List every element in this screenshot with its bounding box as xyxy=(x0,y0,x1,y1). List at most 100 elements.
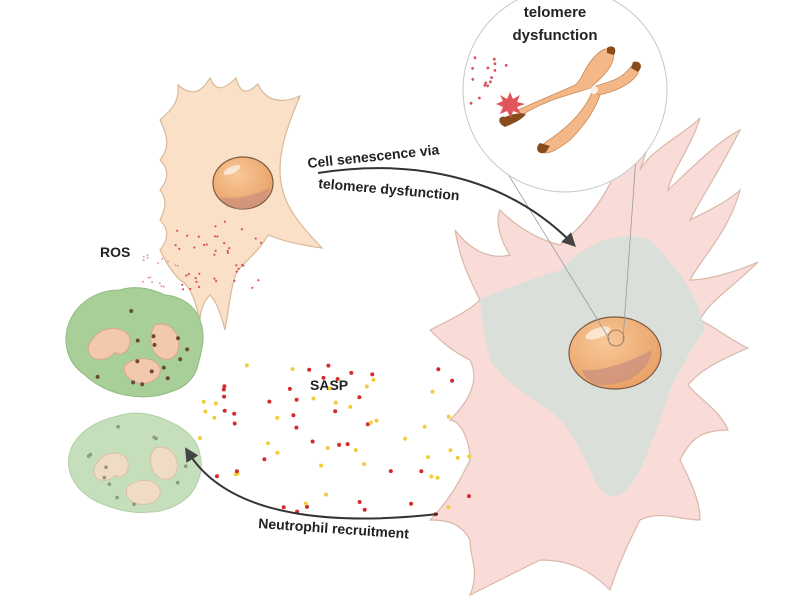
inset-label-telomere: telomere xyxy=(524,4,587,21)
ros-dot xyxy=(471,67,474,70)
granule-dot xyxy=(149,369,154,374)
normal-nucleus-shadow xyxy=(220,188,270,210)
ros-dot xyxy=(469,101,473,105)
ros-dot xyxy=(493,62,497,66)
ros-dot xyxy=(174,264,177,267)
ros-dot xyxy=(223,220,226,223)
ros-dot xyxy=(254,237,257,240)
granule-dot xyxy=(95,374,100,379)
sasp-dot xyxy=(215,474,219,479)
ros-dot xyxy=(167,260,170,263)
neutrophil-active-nucleus-lobe-2 xyxy=(150,323,180,360)
ros-dot xyxy=(484,81,488,85)
ros-dot xyxy=(176,229,179,232)
sasp-dots xyxy=(198,363,472,517)
sasp-dot xyxy=(326,363,331,368)
sasp-dot xyxy=(436,367,441,372)
neutrophil-recruited-nucleus-lobe-2 xyxy=(150,446,178,480)
ros-dot xyxy=(187,273,190,276)
chromosome-icon xyxy=(499,46,641,154)
granule-dot xyxy=(175,480,180,485)
sasp-dot xyxy=(303,501,308,506)
neutrophil-recruited-granules xyxy=(86,424,188,507)
ros-dot xyxy=(185,274,188,277)
sasp-dot xyxy=(310,439,315,444)
ros-dot xyxy=(215,280,218,283)
sasp-dot xyxy=(345,442,350,447)
sasp-dot xyxy=(222,394,227,399)
sasp-dot xyxy=(324,492,328,497)
ros-dot xyxy=(240,228,243,231)
sasp-dot xyxy=(353,448,358,453)
sasp-dot xyxy=(388,469,393,474)
granule-dot xyxy=(165,376,170,381)
ros-dot xyxy=(214,225,217,228)
granule-dot xyxy=(154,436,158,441)
granule-dot xyxy=(152,342,157,347)
sasp-dot xyxy=(266,441,270,446)
ros-dot xyxy=(214,235,217,238)
senescent-cell xyxy=(428,72,759,597)
normal-cell xyxy=(159,76,324,331)
ros-dot xyxy=(486,84,489,88)
sasp-dot xyxy=(222,408,227,413)
sasp-dot xyxy=(267,399,272,404)
granule-dot xyxy=(116,424,120,429)
ros-dot xyxy=(186,234,189,237)
senescence-label-line2: telomere dysfunction xyxy=(318,175,460,203)
ros-dots-inset xyxy=(469,56,508,110)
ros-dots-cell xyxy=(174,220,263,291)
ros-dot xyxy=(504,64,508,67)
telomere-focus-circle xyxy=(607,329,625,347)
sasp-dot xyxy=(429,474,434,479)
ros-dot xyxy=(181,283,184,286)
sasp-dot xyxy=(426,455,431,460)
ros-dot xyxy=(213,253,216,256)
sasp-dot xyxy=(212,415,217,420)
sasp-dot xyxy=(362,462,367,467)
neutrophil-recruited-body xyxy=(68,412,202,513)
ros-dot xyxy=(490,76,493,79)
sasp-dot xyxy=(335,377,340,381)
ros-dot xyxy=(142,255,145,258)
sasp-dot xyxy=(198,436,202,441)
sasp-dot xyxy=(371,377,376,382)
ros-dot xyxy=(178,247,181,250)
sasp-dot xyxy=(422,424,427,429)
sasp-dot xyxy=(281,505,286,510)
ros-dot xyxy=(203,243,206,247)
ros-dot xyxy=(193,246,196,249)
sasp-dot xyxy=(307,367,312,372)
neutrophil-active-body xyxy=(65,287,204,398)
sasp-dot xyxy=(357,500,362,504)
ros-dot xyxy=(493,69,497,72)
sasp-dot xyxy=(234,469,239,474)
sasp-dot xyxy=(294,425,299,430)
sasp-dot xyxy=(305,504,309,509)
sasp-dot xyxy=(446,505,451,510)
ros-dot xyxy=(214,249,217,252)
sasp-dot xyxy=(467,494,471,499)
sasp-dot xyxy=(368,420,373,425)
sasp-dot xyxy=(262,457,267,462)
ros-dot xyxy=(197,285,201,289)
neutrophil-active xyxy=(65,287,204,398)
sasp-dot xyxy=(232,421,237,426)
ros-dot xyxy=(237,267,240,270)
sasp-dot xyxy=(357,395,362,400)
granule-dot xyxy=(115,495,119,500)
ros-dot xyxy=(174,244,177,247)
ros-dot xyxy=(161,257,164,260)
granule-dot xyxy=(104,465,108,470)
ros-dot xyxy=(158,282,161,285)
neutrophil-recruitment-arrow xyxy=(185,447,439,520)
neutrophil-recruited-nucleus-lobe-1 xyxy=(93,452,129,481)
sasp-dot xyxy=(333,409,338,414)
sasp-dot xyxy=(327,386,332,391)
ros-dot xyxy=(146,256,149,259)
sasp-dot xyxy=(348,404,353,409)
granule-dot xyxy=(176,336,180,341)
sasp-dot xyxy=(467,454,472,459)
neutrophil-recruited-nucleus-lobe-3 xyxy=(125,480,161,505)
ros-dot xyxy=(486,66,490,70)
